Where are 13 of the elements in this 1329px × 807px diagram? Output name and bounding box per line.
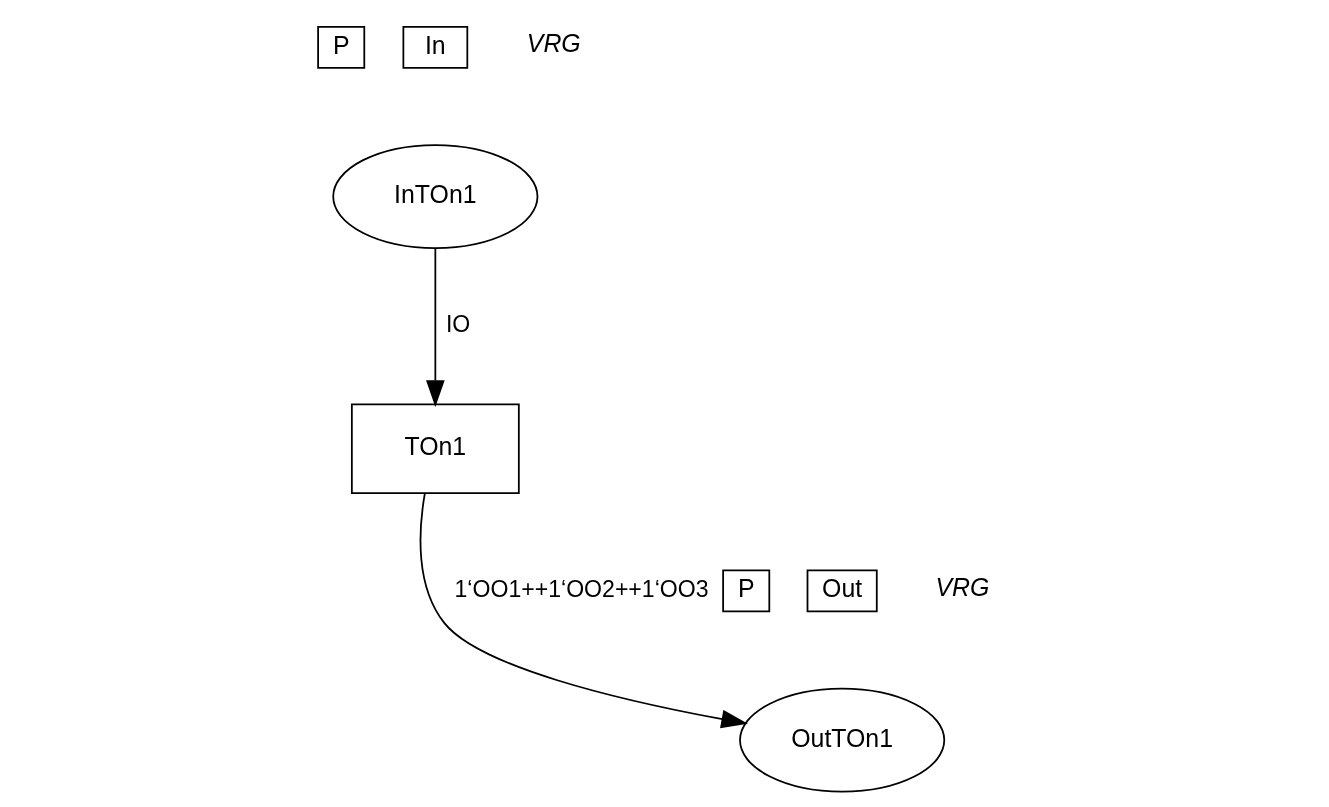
node-box: P bbox=[317, 26, 366, 69]
arrow bbox=[426, 247, 445, 407]
node-box: Out bbox=[806, 569, 878, 613]
arrow bbox=[419, 492, 748, 729]
node-ellipse: OutTOn1 bbox=[739, 687, 946, 793]
node-label: VRG bbox=[935, 572, 990, 601]
edge-label: 1‘OO1++1‘OO2++1‘OO3 bbox=[454, 575, 709, 602]
node-label: VRG bbox=[526, 29, 581, 58]
node-box: TOn1 bbox=[350, 403, 520, 495]
edge-label: IO bbox=[445, 311, 471, 338]
node-box: P bbox=[722, 569, 771, 613]
node-ellipse: InTOn1 bbox=[332, 144, 539, 249]
node-box: In bbox=[402, 26, 469, 69]
